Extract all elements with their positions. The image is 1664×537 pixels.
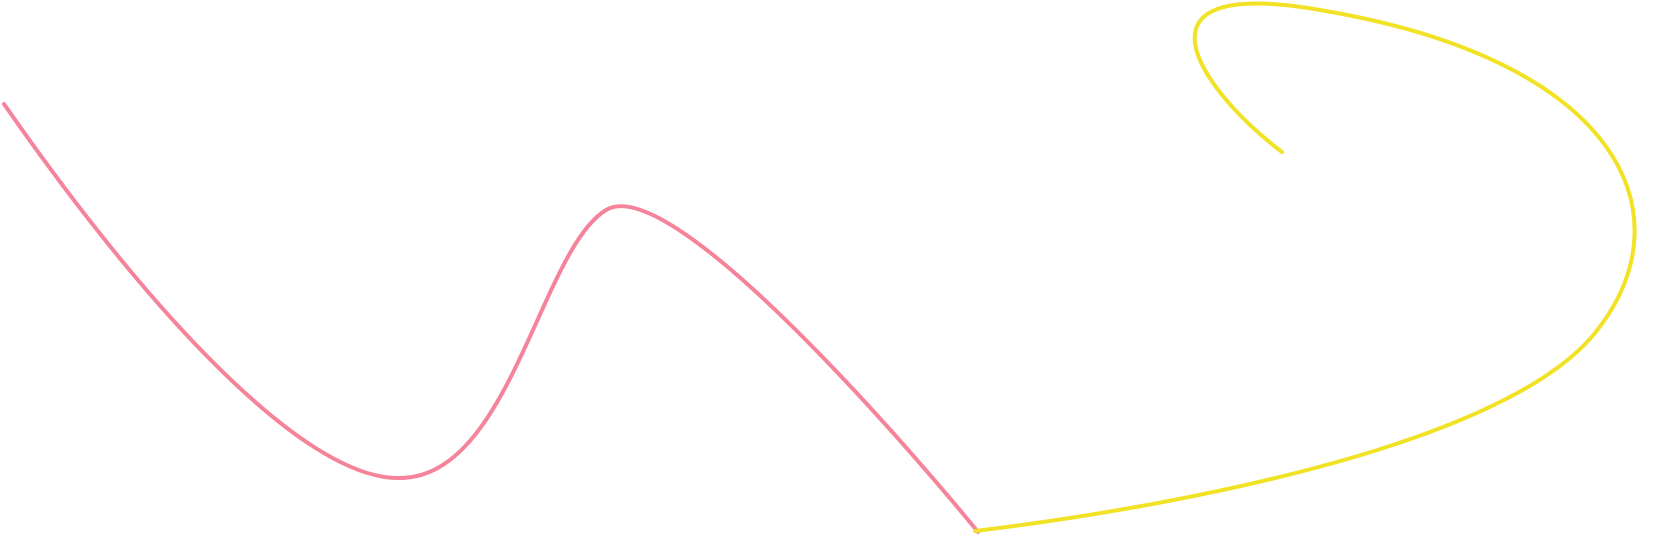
yellow-curve [973, 1, 1637, 533]
pink-curve [2, 102, 980, 534]
